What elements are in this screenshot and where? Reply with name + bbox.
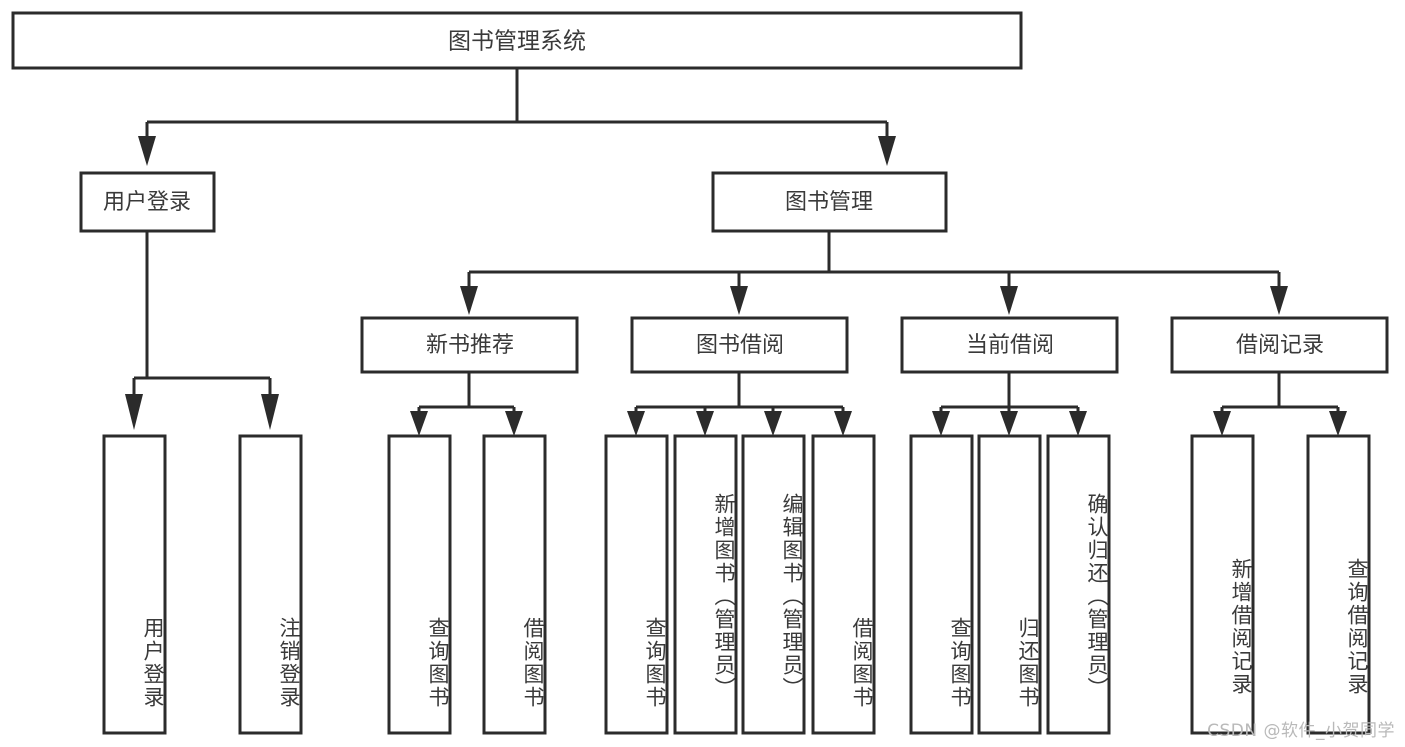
leaf-box-cb-query[interactable] <box>909 434 974 735</box>
arrow-head-bb-add <box>696 411 714 436</box>
arrow-head-cb-confirm <box>1069 411 1087 436</box>
arrow-head-leaf-logout <box>261 394 279 430</box>
node-root[interactable]: 图书管理系统 <box>11 11 1023 70</box>
node-book-management-label: 图书管理 <box>785 190 873 215</box>
arrow-head-book-borrow <box>730 286 748 315</box>
node-borrow-record[interactable]: 借阅记录 <box>1170 316 1389 374</box>
node-new-book-recommend[interactable]: 新书推荐 <box>360 316 579 374</box>
node-new-book-recommend-label: 新书推荐 <box>426 333 514 358</box>
arrow-head-newbook-borrow <box>505 411 523 436</box>
leaf-box-bb-edit[interactable] <box>741 434 806 735</box>
node-book-borrow-label: 图书借阅 <box>696 333 784 358</box>
arrow-head-br-add <box>1213 411 1231 436</box>
leaf-box-newbook-borrow[interactable] <box>482 434 547 735</box>
leaf-box-bb-add[interactable] <box>673 434 738 735</box>
connector-layer <box>125 68 1347 436</box>
node-borrow-record-label: 借阅记录 <box>1236 333 1324 358</box>
arrow-head-bb-query <box>627 411 645 436</box>
node-layer: 图书管理系统 用户登录 图书管理 新书推荐 图书借阅 当前 <box>11 11 1389 735</box>
arrow-head-cb-query <box>932 411 950 436</box>
leaf-box-bb-query[interactable] <box>604 434 669 735</box>
node-user-login-label: 用户登录 <box>103 190 191 215</box>
leaf-box-cb-return[interactable] <box>977 434 1042 735</box>
arrow-head-borrow-record <box>1270 286 1288 315</box>
arrow-head-leaf-user-login <box>125 394 143 430</box>
arrow-head-user-login <box>138 136 156 166</box>
leaf-box-br-query[interactable] <box>1306 434 1371 735</box>
arrow-head-cb-return <box>1000 411 1018 436</box>
node-root-label: 图书管理系统 <box>448 29 586 55</box>
node-current-borrow-label: 当前借阅 <box>966 333 1054 358</box>
leaf-box-user-login[interactable] <box>102 434 167 735</box>
leaf-box-br-add[interactable] <box>1190 434 1255 735</box>
arrow-head-bb-borrow <box>834 411 852 436</box>
node-book-management[interactable]: 图书管理 <box>711 171 948 233</box>
arrow-head-new-book <box>460 286 478 315</box>
arrow-head-bb-edit <box>764 411 782 436</box>
arrow-head-newbook-query <box>410 411 428 436</box>
node-user-login[interactable]: 用户登录 <box>79 171 216 233</box>
leaf-box-cb-confirm[interactable] <box>1046 434 1111 735</box>
arrow-head-book-mgmt <box>878 136 896 166</box>
leaf-box-logout[interactable] <box>238 434 303 735</box>
node-book-borrow[interactable]: 图书借阅 <box>630 316 849 374</box>
leaf-box-newbook-query[interactable] <box>387 434 452 735</box>
leaf-box-bb-borrow[interactable] <box>811 434 876 735</box>
arrow-head-br-query <box>1329 411 1347 436</box>
node-current-borrow[interactable]: 当前借阅 <box>900 316 1119 374</box>
csdn-watermark: CSDN @软件_小贺同学 <box>1207 721 1395 741</box>
arrow-head-current-borrow <box>1000 286 1018 315</box>
